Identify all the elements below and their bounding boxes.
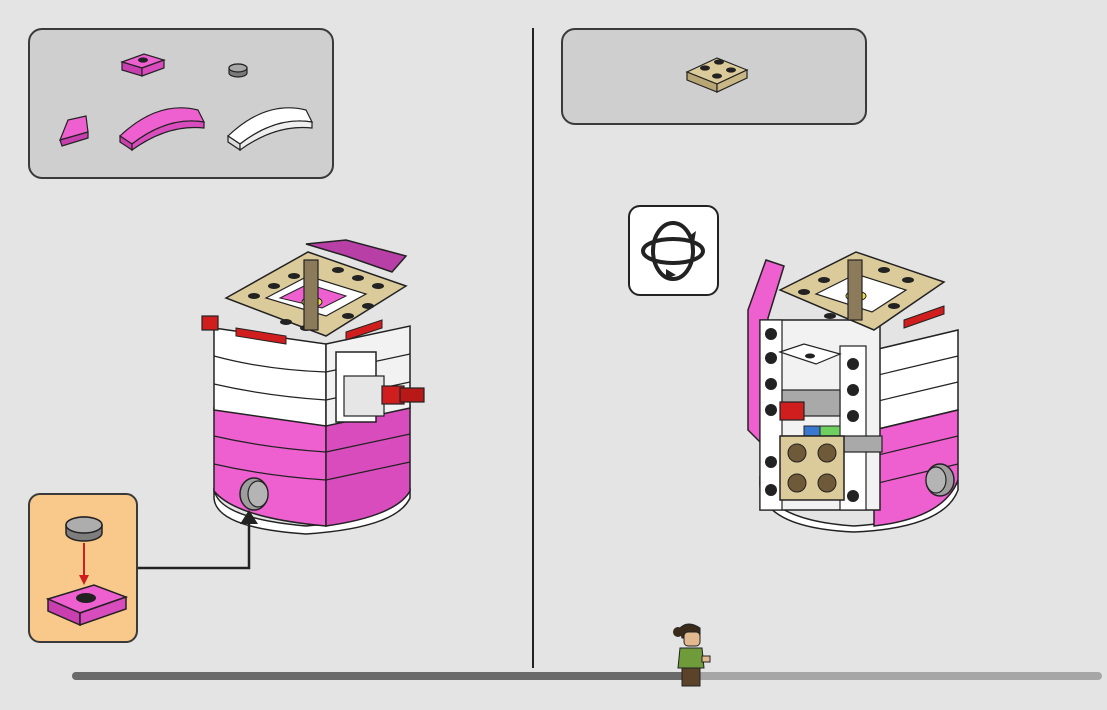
white-curved-slope-icon <box>228 108 312 150</box>
tan-plate-2x2-icon <box>687 58 747 92</box>
pink-jumper-plate-icon <box>122 54 164 76</box>
model-right <box>744 240 984 530</box>
parts-list-right-art <box>563 30 869 127</box>
tan-plate-placed <box>780 436 844 500</box>
grey-round-tile-placed <box>240 478 268 510</box>
sub-assembly-callout <box>28 493 138 643</box>
sub-assembly-art <box>30 495 140 645</box>
step-divider <box>532 28 534 668</box>
red-knob-left <box>202 316 218 330</box>
rotate-arrows-art <box>630 207 717 294</box>
pink-jumper-plate-icon <box>48 585 126 625</box>
grey-round-tile-icon <box>229 64 247 77</box>
parts-list-left <box>28 28 334 179</box>
minifigure-progress-icon <box>668 622 712 688</box>
pink-cheese-slope-icon <box>60 116 88 146</box>
pink-curved-slope-icon <box>120 108 204 150</box>
red-down-arrow-icon <box>79 543 89 585</box>
grey-round-tile-icon <box>66 517 102 541</box>
callout-arrow <box>136 510 266 580</box>
model-left <box>196 236 436 531</box>
rotate-model-icon <box>628 205 719 296</box>
progress-bar-fill <box>72 672 690 680</box>
parts-list-right <box>561 28 867 125</box>
parts-list-left-art <box>30 30 336 181</box>
red-knob-right <box>382 386 424 404</box>
progress-bar <box>72 672 1102 680</box>
